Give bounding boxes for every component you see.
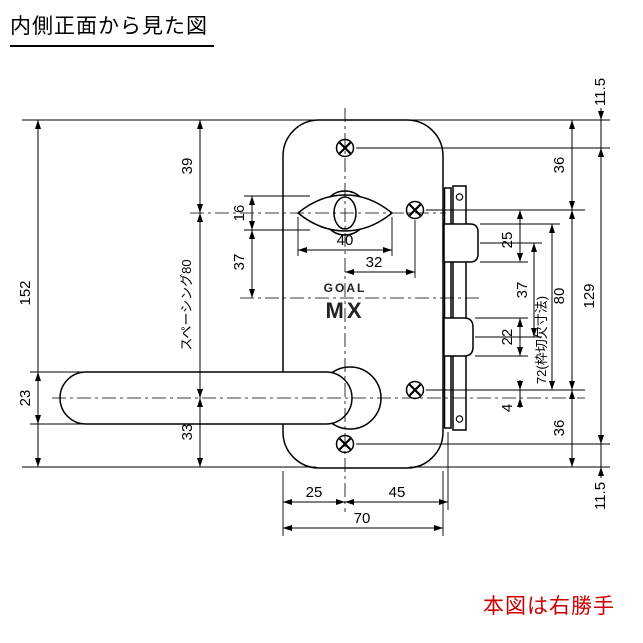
dim-plate-top-to-side-screw: 36 (551, 157, 568, 174)
dimension-labels: 152 23 39 スペーシング80 33 16 37 40 32 25 22 … (17, 78, 609, 527)
dim-center-screw-to-plate-bottom: 11.5 (592, 482, 609, 510)
logo-brand: GOAL (324, 281, 367, 295)
mounting-screws (335, 138, 425, 454)
dim-center-screw-spacing: 129 (581, 283, 598, 308)
page-title: 内側正面から見た図 (10, 10, 214, 47)
faceplate-screw-hole-top (455, 193, 464, 201)
dimension-lines (35, 108, 604, 531)
lock-case-edge (443, 187, 452, 429)
dim-plate-top-to-center-screw: 11.5 (592, 78, 609, 106)
logo-model: MX (326, 298, 365, 323)
latch-bolt (443, 317, 474, 357)
dim-plate-top-to-thumbturn: 39 (179, 158, 196, 175)
handing-note: 本図は右勝手 (483, 595, 615, 618)
dim-latch-height: 22 (499, 329, 516, 346)
dim-plate-width: 70 (354, 510, 371, 527)
dim-side-screw-to-plate-bottom: 36 (551, 420, 568, 437)
screw-icon (405, 200, 425, 220)
dim-deadbolt-to-latch: 37 (514, 282, 531, 299)
dim-center-to-latch-face: 45 (389, 484, 406, 501)
dim-total-height: 152 (17, 280, 34, 305)
dim-center-to-screw: 32 (366, 254, 383, 271)
dim-screw-to-deadbolt: 25 (499, 232, 516, 249)
dim-plate-edge-to-center: 25 (306, 484, 323, 501)
dim-thumbturn-width: 40 (337, 232, 354, 249)
dim-spacing: スペーシング80 (179, 259, 194, 350)
dim-side-screw-spacing: 80 (551, 288, 568, 305)
faceplate-screw-hole-bottom (455, 415, 464, 423)
dim-frame-cutout: 72(枠切欠寸法) (534, 296, 549, 384)
screw-icon (405, 380, 425, 400)
dim-screw-to-handle-center: 4 (499, 404, 516, 412)
lock-case-and-bolts (443, 185, 479, 431)
dim-handle-to-plate-bottom: 33 (179, 424, 196, 441)
faceplate (452, 185, 467, 431)
dim-thumbturn-height: 16 (231, 205, 248, 222)
brand-logo: GOAL MX (324, 281, 367, 323)
dim-thumbturn-to-case-center: 37 (231, 254, 248, 271)
centerlines (52, 108, 585, 512)
dim-handle-thickness: 23 (17, 390, 34, 407)
deadbolt (443, 223, 479, 263)
